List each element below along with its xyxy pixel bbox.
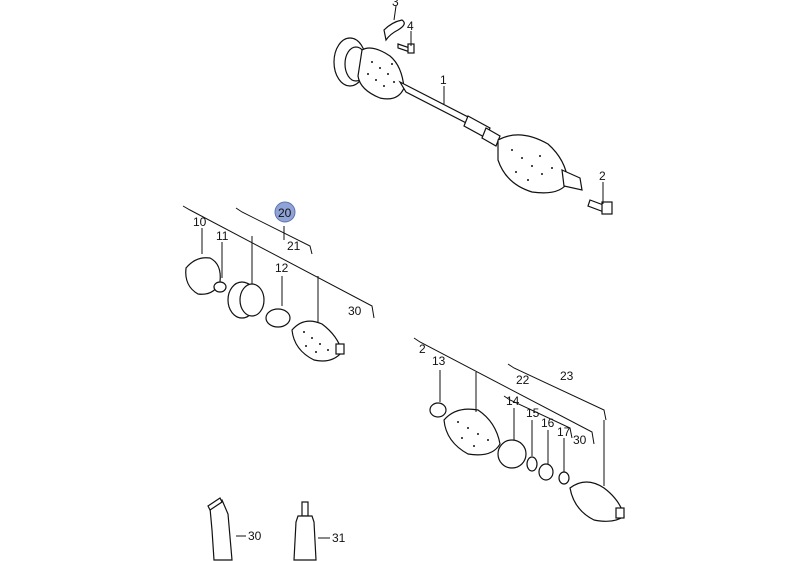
clamp xyxy=(265,308,291,328)
clamp-large xyxy=(497,439,527,469)
callout-11: 11 xyxy=(216,229,229,243)
boot-dots-upper xyxy=(367,61,395,87)
ring xyxy=(526,456,538,472)
callout-4: 4 xyxy=(407,19,414,33)
callout-1: 1 xyxy=(440,73,447,87)
callout-30-right: 30 xyxy=(573,433,587,447)
grease-tube xyxy=(207,497,233,561)
callout-2: 2 xyxy=(599,169,606,183)
shaft xyxy=(398,80,478,130)
callout-20-highlight xyxy=(274,201,296,223)
boot-dots-lower xyxy=(511,149,553,181)
callout-3: 3 xyxy=(392,0,399,9)
boot-dots-left xyxy=(303,331,329,353)
sealant-bottle xyxy=(293,501,317,561)
callout-30-left: 30 xyxy=(348,304,362,318)
callout-30-bottom: 30 xyxy=(248,529,262,543)
clamp-small xyxy=(429,402,447,418)
spacer xyxy=(538,463,554,481)
boot-left xyxy=(291,320,343,362)
callout-20: 20 xyxy=(278,206,292,220)
callout-17: 17 xyxy=(557,425,571,439)
splined-end xyxy=(561,169,583,191)
callout-10: 10 xyxy=(193,215,207,229)
callout-21: 21 xyxy=(287,239,301,253)
boot-dots-right xyxy=(457,421,489,447)
drive-shaft-assembly xyxy=(333,19,613,215)
callout-13: 13 xyxy=(432,354,446,368)
boot-lower xyxy=(497,134,569,194)
callout-12: 12 xyxy=(275,261,289,275)
callout-16: 16 xyxy=(541,416,555,430)
clip xyxy=(383,19,405,42)
callout-14: 14 xyxy=(506,394,520,408)
boot-upper xyxy=(357,47,405,100)
callout-31: 31 xyxy=(332,531,346,545)
circlip-right xyxy=(558,471,570,485)
callout-15: 15 xyxy=(526,406,540,420)
callout-23: 23 xyxy=(560,369,574,383)
boot-right xyxy=(443,408,501,456)
repair-set-left xyxy=(185,257,345,362)
callout-22: 22 xyxy=(516,373,530,387)
callout-2-right: 2 xyxy=(419,342,426,356)
repair-set-right xyxy=(429,402,625,522)
circlip xyxy=(213,281,227,293)
